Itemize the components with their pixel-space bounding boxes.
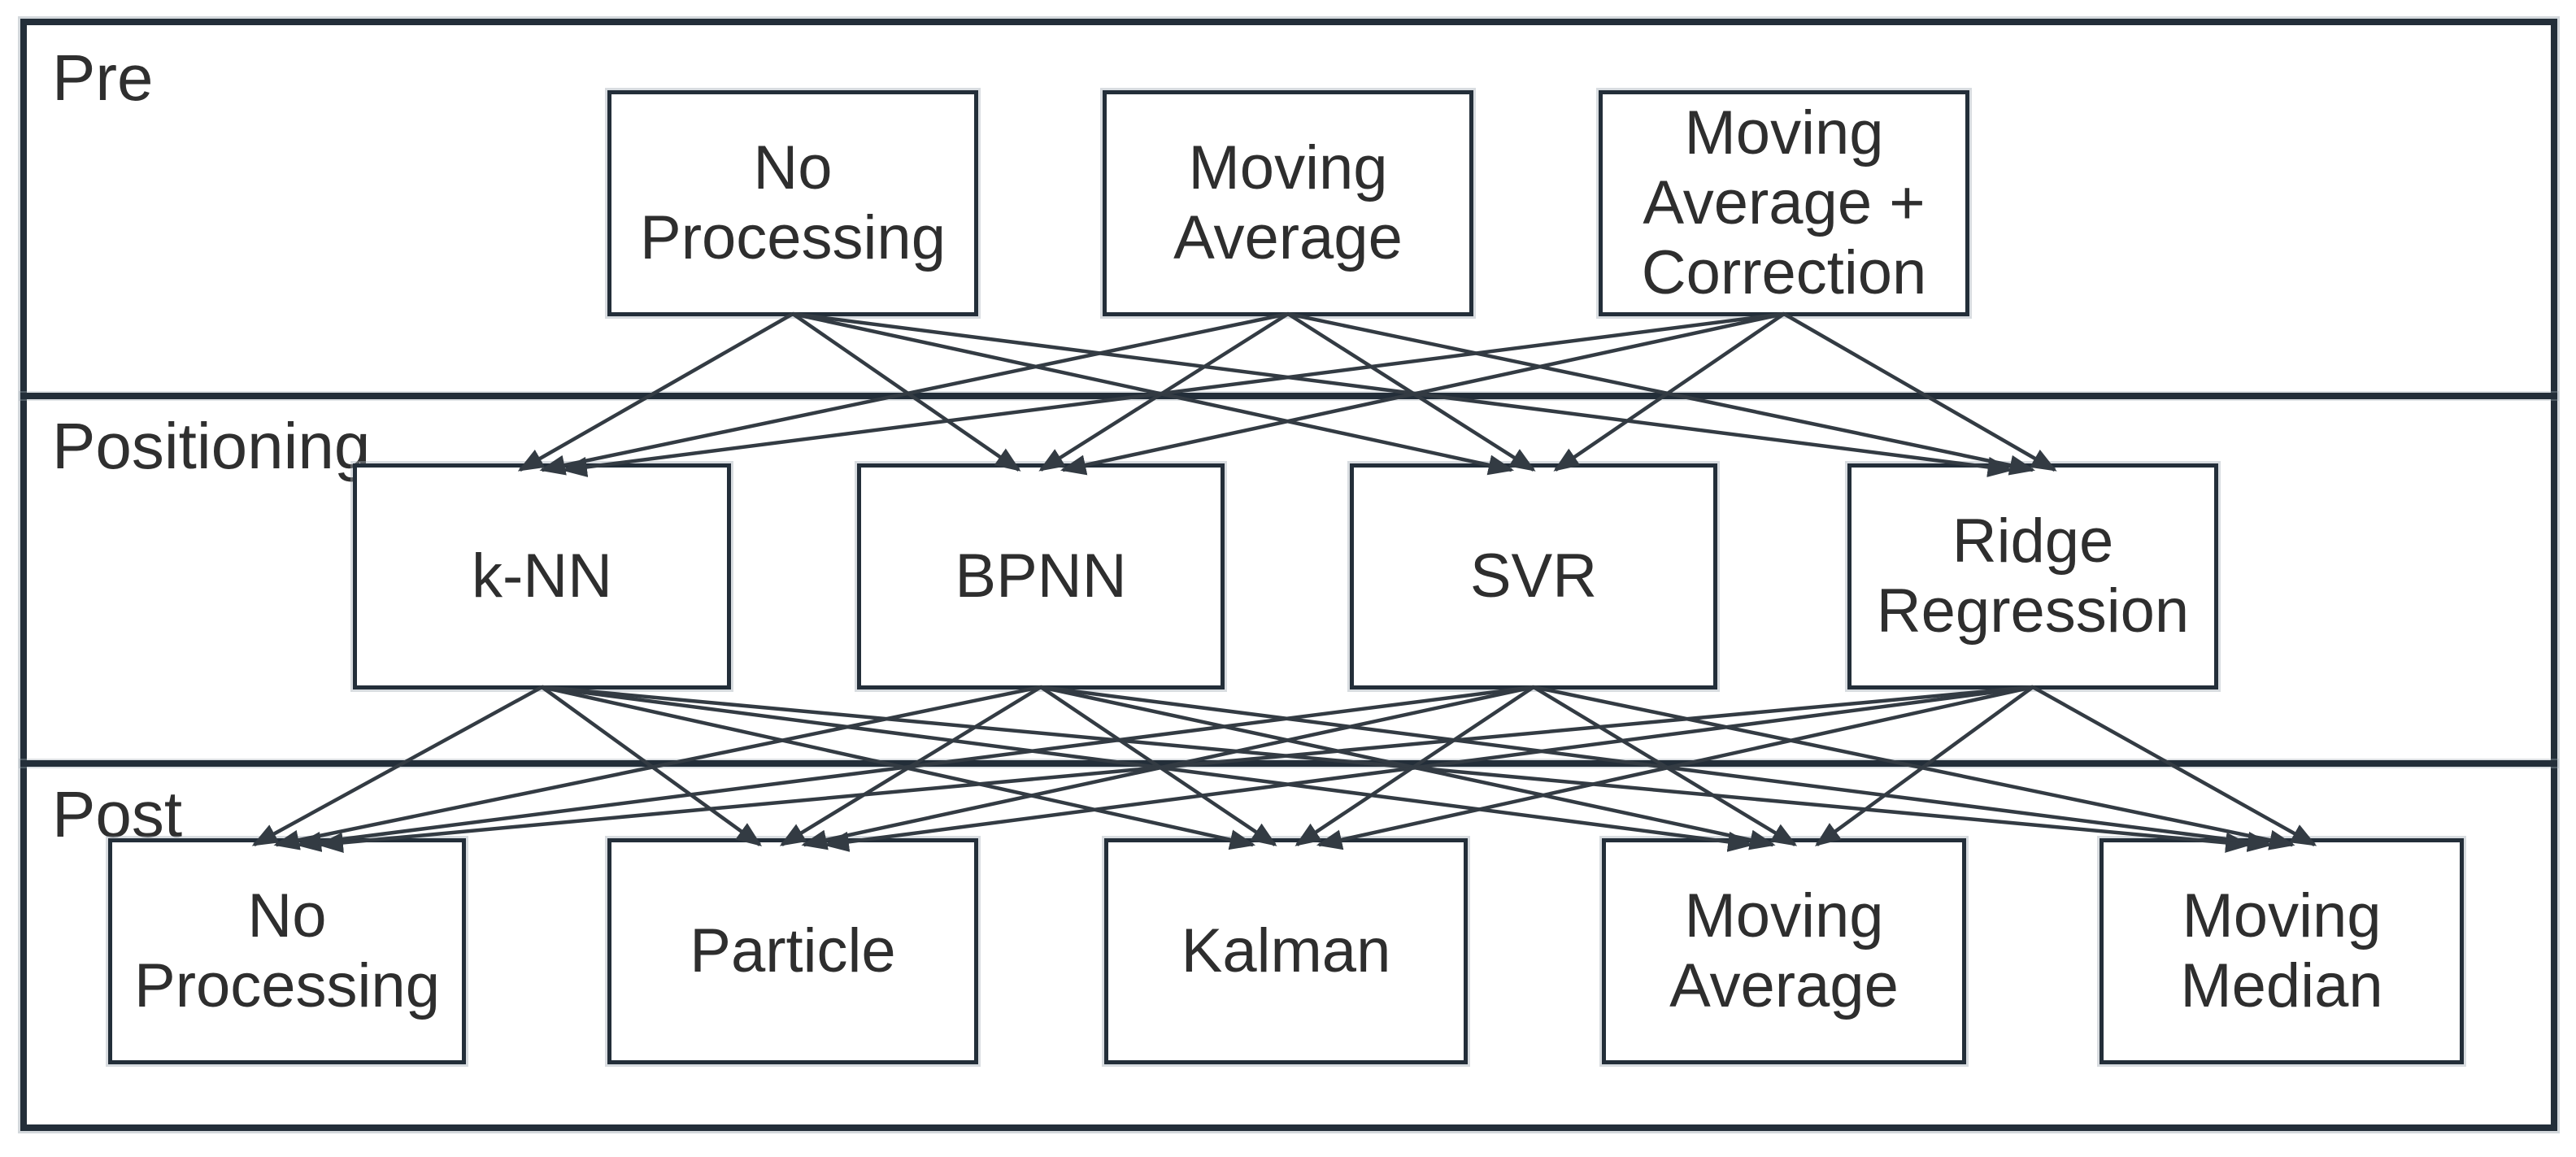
band-label-positioning: Positioning: [52, 410, 371, 482]
node-post-no-processing: No Processing: [108, 838, 466, 1064]
node-svr: SVR: [1350, 463, 1717, 689]
node-post-particle: Particle: [607, 838, 978, 1064]
node-pre-moving-average: Moving Average: [1103, 90, 1473, 316]
node-pre-moving-average-correction: Moving Average + Correction: [1599, 90, 1969, 316]
node-post-moving-average: Moving Average: [1602, 838, 1966, 1064]
node-pre-no-processing: No Processing: [607, 90, 978, 316]
band-divider-positioning-post: [20, 760, 2557, 767]
node-ridge-regression: Ridge Regression: [1847, 463, 2218, 689]
outer-frame: [20, 19, 2557, 1131]
band-divider-pre-positioning: [20, 393, 2557, 399]
node-post-moving-median: Moving Median: [2100, 838, 2464, 1064]
node-knn: k-NN: [353, 463, 731, 689]
band-label-pre: Pre: [52, 41, 154, 114]
node-post-kalman: Kalman: [1104, 838, 1468, 1064]
node-bpnn: BPNN: [857, 463, 1225, 689]
